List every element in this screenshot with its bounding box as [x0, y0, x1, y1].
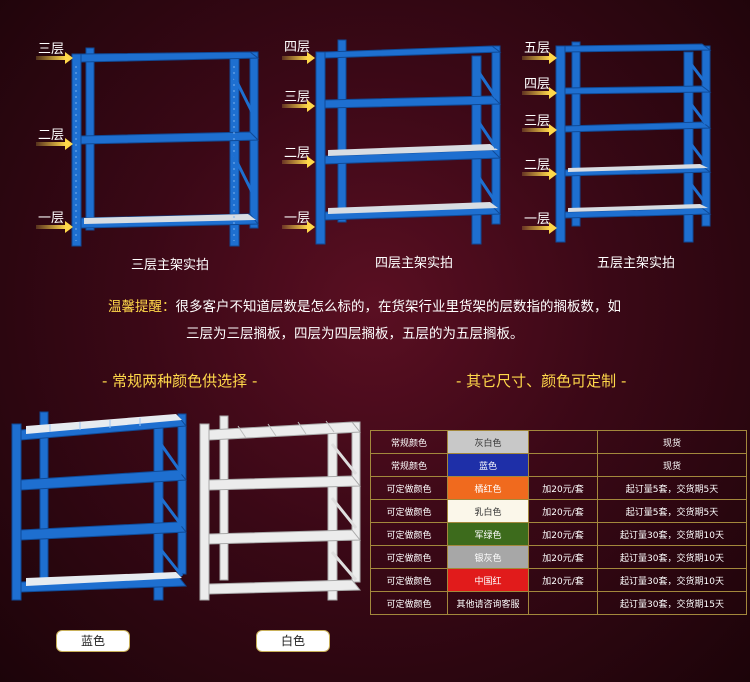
row-note: 起订量30套，交货期15天: [597, 591, 747, 615]
layer-label: 四层: [284, 40, 311, 55]
layer-label: 三层: [524, 114, 551, 129]
arrow-right-icon: [522, 168, 557, 180]
row-type: 可定做颜色: [370, 545, 448, 569]
table-row: 常规颜色蓝色 现货: [370, 453, 747, 477]
notice-line-1: 很多客户不知道层数是怎么标的，在货架行业里货架的层数指的搁板数，如: [175, 299, 622, 315]
color-swatch: 中国红: [447, 568, 529, 592]
color-swatch: 灰白色: [447, 430, 529, 454]
arrow-right-icon: [522, 124, 557, 136]
row-type: 常规颜色: [370, 430, 448, 454]
row-price: [528, 453, 598, 477]
row-price: [528, 430, 598, 454]
arrow-right-icon: [522, 222, 557, 234]
shelf-3-layer-image: [71, 47, 260, 247]
row-price: 加20元/套: [528, 522, 598, 546]
row-type: 可定做颜色: [370, 568, 448, 592]
row-note: 起订量30套，交货期10天: [597, 568, 747, 592]
color-swatch: 橘红色: [447, 476, 529, 500]
row-price: 加20元/套: [528, 568, 598, 592]
layer-label: 三层: [38, 42, 65, 57]
row-price: [528, 591, 598, 615]
arrow-right-icon: [522, 52, 557, 64]
table-row: 可定做颜色乳白色加20元/套起订量5套，交货期5天: [370, 499, 747, 523]
row-type: 可定做颜色: [370, 476, 448, 500]
row-note: 起订量30套，交货期10天: [597, 545, 747, 569]
row-note: 现货: [597, 430, 747, 454]
shelf-5-layer-image: [555, 41, 712, 243]
color-swatch: 蓝色: [447, 453, 529, 477]
layer-label: 一层: [284, 211, 311, 226]
arrow-right-icon: [36, 138, 73, 150]
arrow-right-icon: [282, 100, 315, 112]
blue-shelf-image: [11, 411, 188, 601]
color-option-white: 白色: [256, 630, 330, 652]
shelf-caption: 四层主架实拍: [374, 256, 453, 271]
table-row: 可定做颜色银灰色加20元/套起订量30套，交货期10天: [370, 545, 747, 569]
color-swatch: 乳白色: [447, 499, 529, 523]
color-swatch: 银灰色: [447, 545, 529, 569]
row-note: 起订量30套，交货期10天: [597, 522, 747, 546]
shelf-4-layer-image: [315, 39, 502, 245]
row-note: 起订量5套，交货期5天: [597, 499, 747, 523]
notice-text: 温馨提醒：很多客户不知道层数是怎么标的，在货架行业里货架的层数指的搁板数，如 三…: [108, 294, 668, 348]
table-row: 可定做颜色军绿色加20元/套起订量30套，交货期10天: [370, 522, 747, 546]
notice-line-2: 三层为三层搁板，四层为四层搁板，五层的为五层搁板。: [186, 326, 524, 342]
arrow-right-icon: [36, 52, 73, 64]
table-row: 可定做颜色其他请咨询客服 起订量30套，交货期15天: [370, 591, 747, 615]
arrow-right-icon: [282, 52, 315, 64]
shelf-caption: 三层主架实拍: [130, 258, 209, 273]
arrow-right-icon: [282, 156, 315, 168]
layer-label: 一层: [524, 212, 551, 227]
layer-label: 二层: [284, 146, 311, 161]
color-option-blue: 蓝色: [56, 630, 130, 652]
layer-label: 四层: [524, 77, 551, 92]
layer-label: 一层: [38, 211, 65, 226]
arrow-right-icon: [282, 221, 315, 233]
heading-custom-options: - 其它尺寸、颜色可定制 -: [456, 372, 627, 390]
arrow-right-icon: [36, 221, 73, 233]
table-row: 常规颜色灰白色 现货: [370, 430, 747, 454]
row-type: 可定做颜色: [370, 591, 448, 615]
white-shelf-image: [199, 415, 362, 601]
heading-standard-colors: - 常规两种颜色供选择 -: [102, 372, 258, 390]
notice-prefix: 温馨提醒：: [108, 299, 176, 315]
row-price: 加20元/套: [528, 476, 598, 500]
layer-label: 二层: [38, 128, 65, 143]
row-price: 加20元/套: [528, 545, 598, 569]
layer-label: 五层: [524, 41, 551, 56]
row-type: 常规颜色: [370, 453, 448, 477]
arrow-right-icon: [522, 87, 557, 99]
layer-label: 二层: [524, 158, 551, 173]
table-row: 可定做颜色中国红加20元/套起订量30套，交货期10天: [370, 568, 747, 592]
row-type: 可定做颜色: [370, 522, 448, 546]
color-swatch: 其他请咨询客服: [447, 591, 529, 615]
row-note: 现货: [597, 453, 747, 477]
row-note: 起订量5套，交货期5天: [597, 476, 747, 500]
color-options-table: 常规颜色灰白色现货常规颜色蓝色现货可定做颜色橘红色加20元/套起订量5套，交货期…: [370, 430, 747, 615]
row-type: 可定做颜色: [370, 499, 448, 523]
layer-label: 三层: [284, 90, 311, 105]
table-row: 可定做颜色橘红色加20元/套起订量5套，交货期5天: [370, 476, 747, 500]
shelf-caption: 五层主架实拍: [596, 256, 675, 271]
color-swatch: 军绿色: [447, 522, 529, 546]
row-price: 加20元/套: [528, 499, 598, 523]
